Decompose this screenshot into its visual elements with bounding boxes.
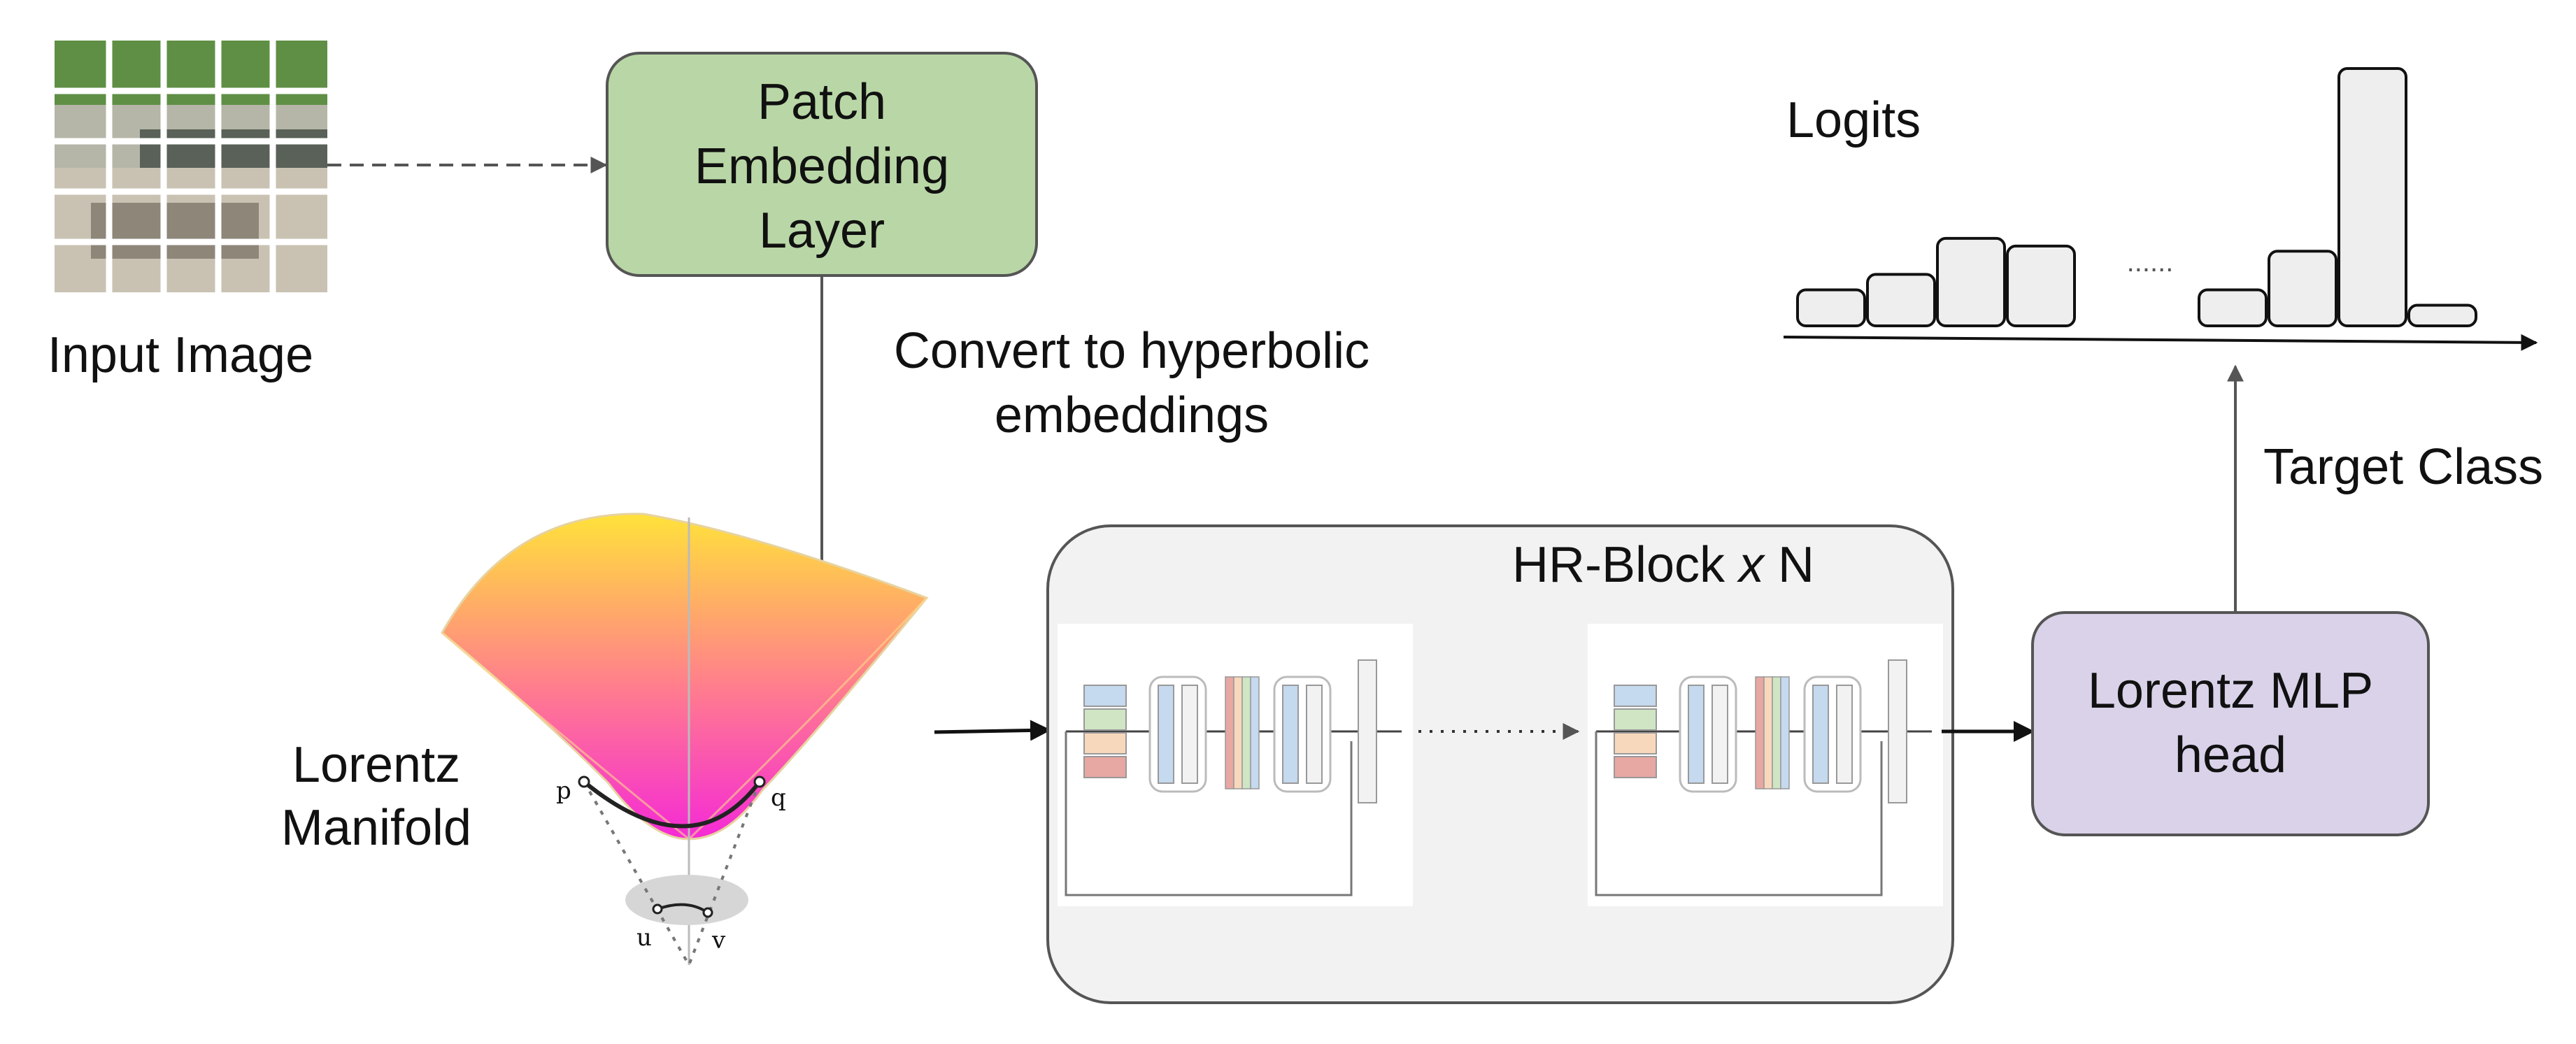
layer-chip	[1614, 708, 1657, 731]
mlp-head-line2: head	[2175, 727, 2286, 783]
patch-embedding-line1: Patch	[757, 74, 886, 130]
logit-bar	[2337, 67, 2407, 327]
layer-chip	[1083, 685, 1127, 707]
convert-label-line1: Convert to hyperbolic	[894, 323, 1369, 379]
point-v-label: v	[711, 927, 726, 954]
logit-bar	[1796, 288, 1866, 328]
point-u-label: u	[636, 924, 652, 952]
hr-block-title: HR-Block x N	[1512, 537, 1814, 593]
lorentz-manifold: p q u v	[441, 513, 929, 966]
logits-title: Logits	[1786, 92, 1921, 148]
point-p-label: p	[556, 777, 571, 805]
mlp-head-line1: Lorentz MLP	[2088, 663, 2373, 719]
logit-bar	[1936, 236, 2006, 328]
logits-chart	[1796, 67, 2477, 328]
manifold-surface	[441, 513, 929, 841]
layer-chip	[1614, 685, 1657, 707]
logit-bar	[2407, 303, 2477, 327]
logits-ellipsis: ......	[2127, 247, 2174, 278]
manifold-to-block-arrow	[934, 720, 1051, 741]
layer-chip	[1614, 756, 1657, 778]
layer-chip	[1083, 732, 1127, 755]
convert-label-line2: embeddings	[995, 387, 1269, 443]
norm-bar	[1358, 659, 1377, 803]
hr-block-container: HR-Block x N	[1046, 524, 1954, 1004]
manifold-label-line1: Lorentz	[292, 737, 460, 793]
logit-bar	[2268, 250, 2337, 327]
target-class-label: Target Class	[2263, 439, 2543, 495]
logit-bar	[2198, 288, 2268, 328]
hr-block-inner-right	[1588, 624, 1943, 906]
layer-chip	[1083, 756, 1127, 778]
patch-embedding-box: Patch Embedding Layer	[606, 52, 1038, 277]
input-image	[55, 41, 327, 292]
logit-bar	[2006, 244, 2076, 328]
layer-chip	[1083, 708, 1127, 731]
hr-block-inner-left	[1058, 624, 1413, 906]
patch-embedding-line2: Embedding	[695, 138, 949, 194]
patch-grid	[55, 41, 327, 292]
manifold-label-line2: Manifold	[281, 800, 471, 856]
tangent-plane	[625, 875, 748, 925]
input-image-label: Input Image	[48, 327, 313, 383]
logits-axis	[1783, 334, 2538, 351]
patch-embedding-line3: Layer	[759, 203, 885, 259]
logit-bar	[1866, 273, 1936, 327]
layer-chip	[1614, 732, 1657, 755]
mlp-head-box: Lorentz MLP head	[2031, 611, 2430, 836]
point-q-label: q	[771, 784, 786, 812]
norm-bar	[1888, 659, 1907, 803]
